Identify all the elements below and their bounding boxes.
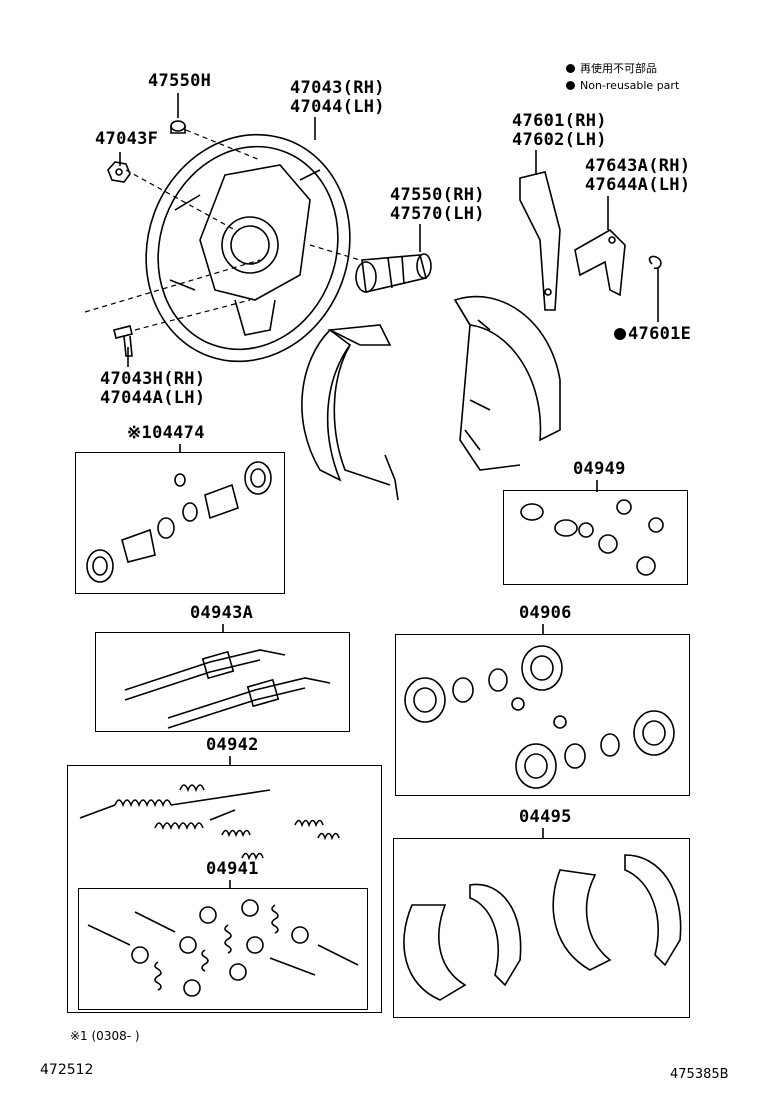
kit-04942-contents — [79, 784, 340, 861]
nut-47043F — [107, 161, 131, 183]
bolt-47550H — [170, 120, 186, 134]
wheel-cylinder — [355, 253, 432, 293]
kit-frame-04949 — [503, 490, 688, 585]
clip-47601E — [648, 255, 662, 270]
part-label-47043H-rh[interactable]: 47043H(RH) — [100, 369, 206, 389]
filled-circle-icon — [566, 64, 575, 73]
kit-frame-04942 — [67, 765, 382, 1013]
part-label-04941[interactable]: 04941 — [206, 859, 259, 879]
part-label-47644A-lh[interactable]: 47644A(LH) — [585, 175, 691, 195]
part-label-04943A[interactable]: 04943A — [190, 603, 254, 623]
part-label-47043-rh[interactable]: 47043(RH) — [290, 78, 385, 98]
part-label-47044-lh[interactable]: 47044(LH) — [290, 97, 385, 117]
part-label-47570-lh[interactable]: 47570(LH) — [390, 204, 485, 224]
kit-04906-contents — [404, 645, 675, 789]
part-label-47043F[interactable]: 47043F — [95, 129, 159, 149]
kit-04943A-contents — [124, 649, 331, 729]
part-label-47601-rh[interactable]: 47601(RH) — [512, 111, 607, 131]
part-label-47044A-lh[interactable]: 47044A(LH) — [100, 388, 206, 408]
brake-shoe-right — [453, 295, 561, 471]
figure-number-right: 475385B — [670, 1067, 729, 1082]
part-label-47601E[interactable]: 47601E — [614, 325, 691, 344]
kit-frame-04906 — [395, 634, 690, 796]
figure-number-left: 472512 — [40, 1062, 94, 1078]
part-label-04495[interactable]: 04495 — [519, 807, 572, 827]
part-label-47550-rh[interactable]: 47550(RH) — [390, 185, 485, 205]
part-label-47602-lh[interactable]: 47602(LH) — [512, 130, 607, 150]
filled-circle-icon — [566, 81, 575, 90]
filled-circle-icon — [614, 328, 626, 340]
kit-04941-contents — [87, 899, 359, 997]
part-label-47550H[interactable]: 47550H — [148, 71, 212, 91]
legend-line-2: Non-reusable part — [566, 79, 679, 92]
backing-plate — [145, 133, 351, 363]
part-label-04474[interactable]: ※104474 — [127, 423, 205, 443]
kit-04949-contents — [520, 499, 664, 576]
legend-line-1: 再使用不可部品 — [566, 62, 657, 75]
parking-brake-lever — [519, 171, 561, 311]
bolt-47043H — [113, 325, 133, 357]
part-label-04906[interactable]: 04906 — [519, 603, 572, 623]
footnote: ※1 (0308- ) — [70, 1029, 140, 1043]
part-label-04949[interactable]: 04949 — [573, 459, 626, 479]
part-label-04942[interactable]: 04942 — [206, 735, 259, 755]
strut-47643A — [574, 229, 626, 297]
brake-shoe-left — [301, 324, 399, 501]
kit-frame-04941 — [78, 888, 368, 1010]
kit-04474-contents — [86, 461, 272, 583]
kit-04495-contents — [403, 854, 682, 1001]
kit-frame-04474 — [75, 452, 285, 594]
kit-frame-04495 — [393, 838, 690, 1018]
part-label-47643A-rh[interactable]: 47643A(RH) — [585, 156, 691, 176]
kit-frame-04943A — [95, 632, 350, 732]
